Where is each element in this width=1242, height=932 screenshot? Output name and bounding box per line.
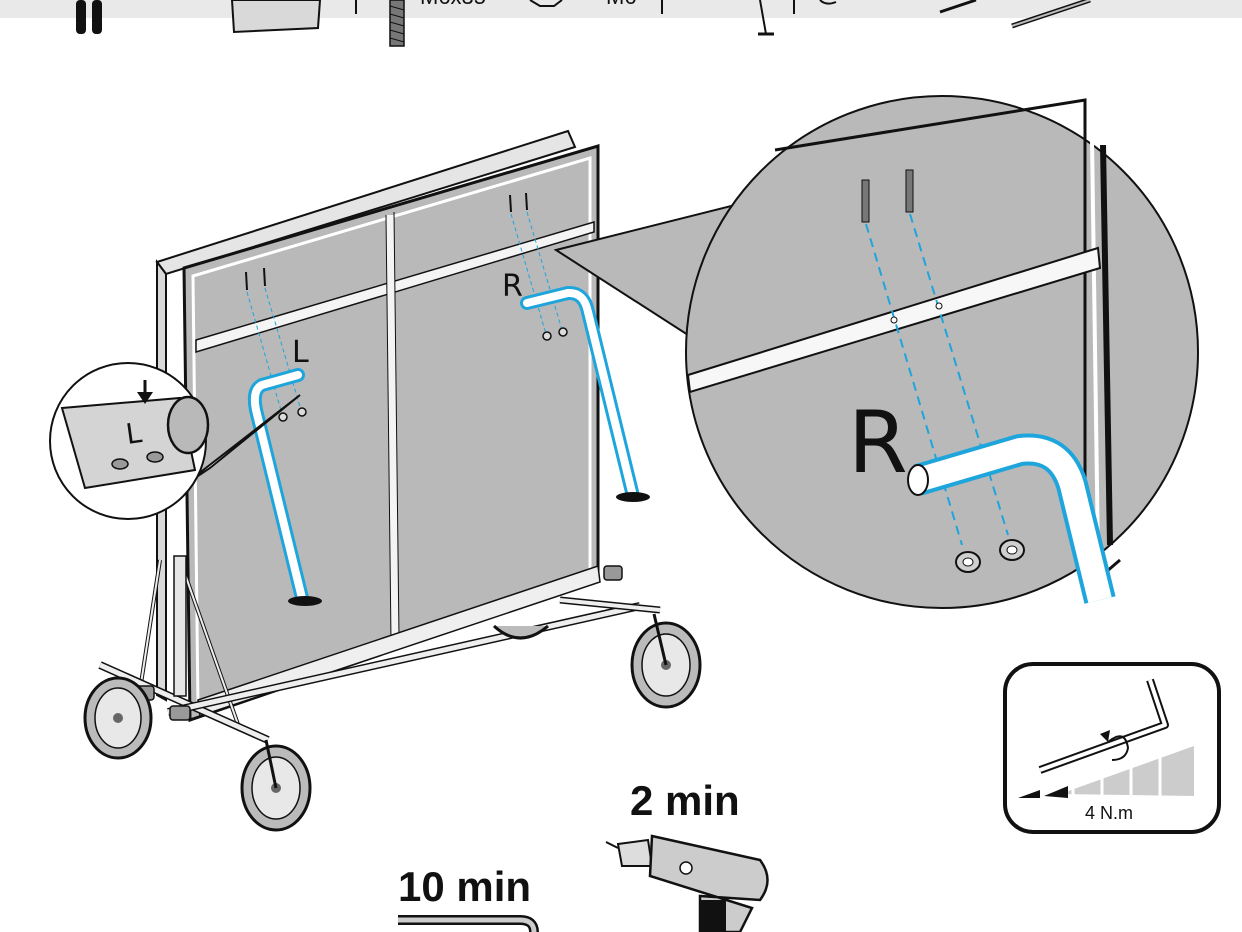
table-front-half (182, 143, 601, 723)
wheel-front-left (240, 739, 312, 832)
right-magnified-callout (553, 95, 1199, 609)
torque-value-label: 4 N.m (1085, 803, 1134, 823)
screw-icon (389, 0, 405, 47)
wheel-front-right (630, 613, 702, 709)
nut-size-label: M6 (606, 0, 637, 8)
screw-icon (861, 169, 914, 223)
wheel-back-left (83, 676, 153, 760)
left-leg-label: L (292, 335, 309, 370)
nut-icon (955, 539, 1025, 573)
drill-time-label: 2 min (630, 777, 740, 824)
wheel-back-right (492, 624, 549, 640)
nut-icon (529, 0, 563, 7)
right-leg-label: R (502, 269, 523, 304)
right-leg (520, 285, 650, 502)
screw-size-label: M6x35 (420, 0, 486, 8)
hand-time-label: 10 min (398, 863, 532, 910)
torque-wrench-icon (1003, 662, 1221, 834)
detail-right-label: R (848, 393, 908, 493)
detail-left-label: L (123, 416, 144, 451)
left-detail-callout (49, 362, 301, 520)
parts-strip (0, 0, 1242, 47)
drill-icon (605, 834, 769, 932)
left-leg (247, 368, 322, 606)
undercarriage (98, 555, 661, 744)
hex-key-icon (398, 915, 539, 932)
